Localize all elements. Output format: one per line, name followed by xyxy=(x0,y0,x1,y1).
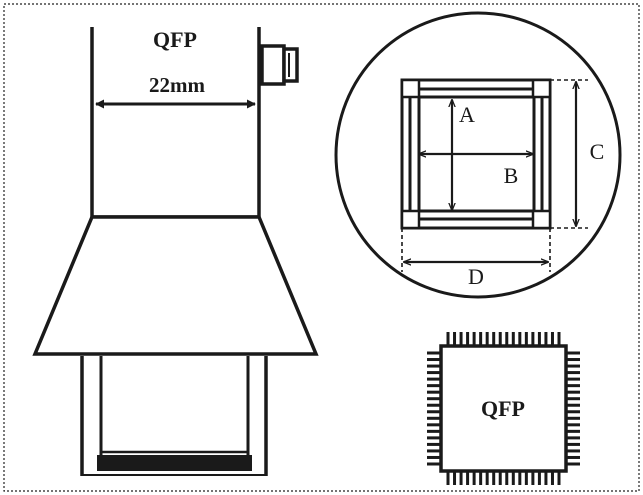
chip-pin xyxy=(566,358,580,362)
chip-pin xyxy=(453,332,457,346)
chip-pin xyxy=(466,471,470,485)
chip-pin xyxy=(531,332,535,346)
chip-pin xyxy=(566,442,580,446)
chip-pin xyxy=(479,332,483,346)
chip-pin xyxy=(566,377,580,381)
chip-pin xyxy=(511,471,515,485)
detail-circle xyxy=(334,11,622,299)
nozzle-title: QFP xyxy=(153,27,197,52)
label-c: C xyxy=(590,139,605,164)
chip-pin xyxy=(566,436,580,440)
chip-pin xyxy=(544,471,548,485)
chip-pin xyxy=(518,471,522,485)
chip-pin xyxy=(511,332,515,346)
nozzle-drawing xyxy=(32,27,319,476)
chip-pin xyxy=(427,351,441,355)
chip-pin xyxy=(566,364,580,368)
chip-pin xyxy=(531,471,535,485)
nozzle-tip xyxy=(80,356,268,476)
chip-pin xyxy=(566,397,580,401)
chip-pin xyxy=(427,449,441,453)
chip-pin xyxy=(505,332,509,346)
chip-pin xyxy=(427,416,441,420)
chip-pin xyxy=(544,332,548,346)
chip-pin xyxy=(566,351,580,355)
chip-pin xyxy=(492,471,496,485)
detail-view xyxy=(334,11,622,299)
chip-pin xyxy=(479,471,483,485)
chip-pin xyxy=(427,364,441,368)
chip-pin xyxy=(566,449,580,453)
chip-pin xyxy=(550,332,554,346)
chip-pin xyxy=(537,471,541,485)
chip-pin xyxy=(446,332,450,346)
nozzle-width-label: 22mm xyxy=(149,73,205,97)
chip-pin xyxy=(466,332,470,346)
chip-pin xyxy=(557,332,561,346)
chip-pin xyxy=(427,436,441,440)
chip-pin xyxy=(566,455,580,459)
chip-pin xyxy=(566,410,580,414)
chip-pin xyxy=(427,429,441,433)
chip-pin xyxy=(485,332,489,346)
chip-pin xyxy=(472,332,476,346)
chip-pin xyxy=(498,471,502,485)
chip-pin xyxy=(498,332,502,346)
chip-pin xyxy=(427,455,441,459)
chip-pin xyxy=(524,332,528,346)
chip-pin xyxy=(492,332,496,346)
dotted-border xyxy=(3,3,640,492)
chip-pin xyxy=(453,471,457,485)
chip-pin xyxy=(427,371,441,375)
chip-pin xyxy=(557,471,561,485)
nozzle-body xyxy=(32,215,319,356)
chip-pin xyxy=(518,332,522,346)
nozzle-pad xyxy=(97,455,252,471)
chip-pin xyxy=(472,471,476,485)
chip-pin xyxy=(459,332,463,346)
chip-pin xyxy=(427,442,441,446)
chip-pin xyxy=(537,332,541,346)
chip-pin xyxy=(427,423,441,427)
chip-pin xyxy=(566,371,580,375)
label-a: A xyxy=(459,102,475,127)
chip-pin xyxy=(550,471,554,485)
chip-pin xyxy=(566,403,580,407)
chip-pin xyxy=(427,384,441,388)
chip-pin xyxy=(427,397,441,401)
chip-pin xyxy=(524,471,528,485)
chip-pin xyxy=(427,403,441,407)
chip-pin xyxy=(427,377,441,381)
chip-pin xyxy=(566,416,580,420)
chip-pin xyxy=(427,462,441,466)
chip-pin xyxy=(459,471,463,485)
chip-pin xyxy=(427,358,441,362)
chip-pin xyxy=(566,384,580,388)
qfp-chip xyxy=(427,332,580,485)
label-b: B xyxy=(504,163,519,188)
label-d: D xyxy=(468,264,484,289)
chip-pin xyxy=(566,390,580,394)
chip-pin xyxy=(427,390,441,394)
set-screw xyxy=(260,44,299,86)
chip-pin xyxy=(485,471,489,485)
chip-pin xyxy=(566,423,580,427)
chip-body xyxy=(439,344,568,473)
chip-label: QFP xyxy=(481,396,525,421)
chip-pin xyxy=(566,429,580,433)
chip-pin xyxy=(566,462,580,466)
chip-pin xyxy=(505,471,509,485)
chip-pin xyxy=(446,471,450,485)
chip-pins xyxy=(427,332,580,485)
chip-pin xyxy=(427,410,441,414)
